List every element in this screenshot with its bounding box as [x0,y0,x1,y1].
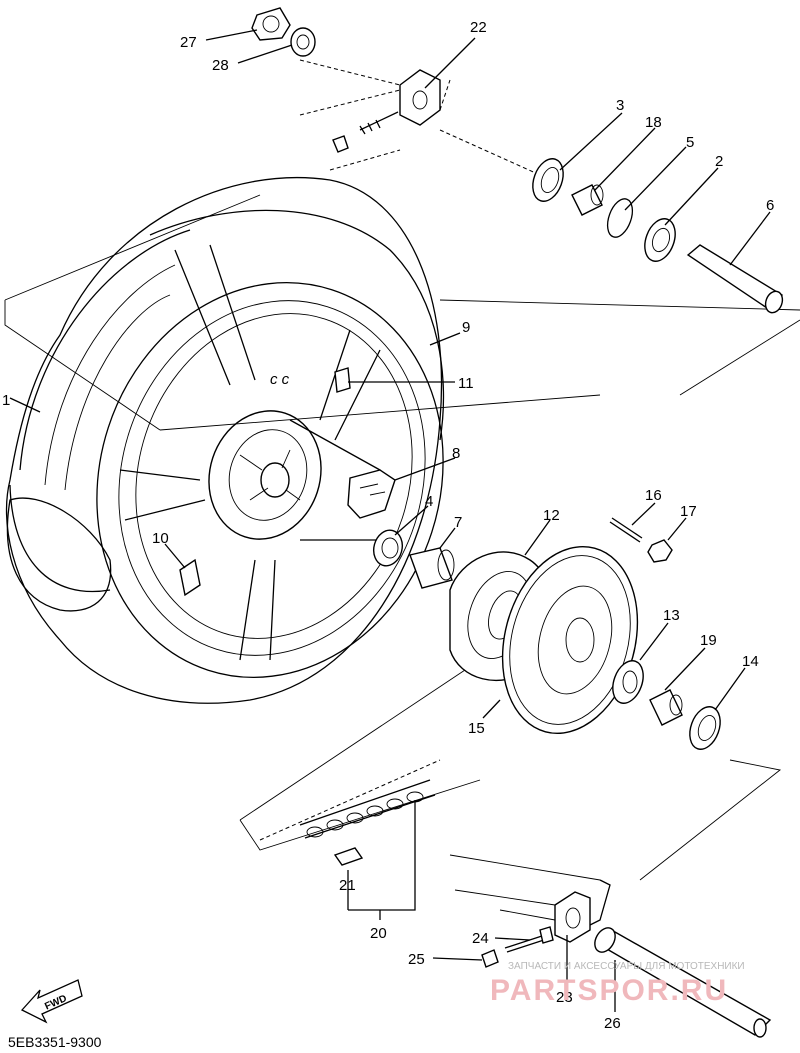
collar-19 [649,689,683,726]
stud-bolt-16 [609,517,643,543]
rear-wheel: c c [5,176,445,704]
bearing-13 [612,660,644,704]
callout-15: 15 [468,720,485,737]
callout-21: 21 [339,877,356,894]
bearing-4 [372,529,404,567]
callout-20: 20 [370,925,387,942]
callout-18: 18 [645,114,662,131]
oil-seal-14 [689,706,721,750]
leader-lines [9,29,771,1012]
spacer-6 [686,244,784,314]
callout-26: 26 [604,1015,621,1032]
callout-7: 7 [454,514,462,531]
callout-1: 1 [2,392,10,409]
clutch-damper-8 [347,469,396,519]
chain-puller-22 [332,69,441,153]
diagram-code: 5EB3351-9300 [8,1034,102,1050]
callout-11: 11 [458,375,474,392]
callout-2: 2 [715,153,723,170]
callout-10: 10 [152,530,169,547]
circlip-5 [606,198,634,238]
nut-17 [647,539,673,563]
chain-joint-21 [333,847,364,866]
rear-sprocket-15 [501,546,639,734]
drive-chain-20 [299,779,436,839]
nut-25 [481,949,499,968]
hub-marking: c c [270,371,290,388]
callout-27: 27 [180,34,197,51]
watermark: ЗАПЧАСТИ И АКСЕССУАРЫ ДЛЯ МОТОТЕХНИКИ PA… [490,961,745,1007]
callout-19: 19 [700,632,717,649]
forward-arrow-icon: FWD [20,979,83,1024]
callout-5: 5 [686,134,694,151]
callout-24: 24 [472,930,489,947]
callout-8: 8 [452,445,460,462]
bearing-2 [644,218,676,262]
sprocket-frame-lines [239,659,782,881]
balancer-11 [334,367,351,393]
callout-labels: 27 28 22 3 18 5 2 6 1 9 11 8 4 7 10 12 1… [2,19,774,1032]
washer-28 [290,27,316,57]
collar-7 [409,547,455,589]
callout-23: 23 [556,989,573,1006]
callout-22: 22 [470,19,487,36]
forward-label: FWD [43,993,68,1012]
callout-4: 4 [425,493,433,510]
callout-14: 14 [742,653,759,670]
callout-16: 16 [645,487,662,504]
callout-25: 25 [408,951,425,968]
callout-6: 6 [766,197,774,214]
callout-13: 13 [663,607,680,624]
callout-9: 9 [462,319,470,336]
callout-17: 17 [680,503,697,520]
callout-3: 3 [616,97,624,114]
axle-nut-27 [251,7,291,41]
callout-28: 28 [212,57,229,74]
axle-frame-lines [4,59,800,431]
watermark-tagline: ЗАПЧАСТИ И АКСЕССУАРЫ ДЛЯ МОТОТЕХНИКИ [508,961,745,972]
callout-12: 12 [543,507,560,524]
bolt-24 [504,926,554,953]
collar-18 [571,184,604,216]
watermark-site: PARTSPOR.RU [490,974,728,1007]
chain-puller-23 [449,854,611,943]
oil-seal-3 [532,158,564,202]
axle-26 [594,927,772,1038]
